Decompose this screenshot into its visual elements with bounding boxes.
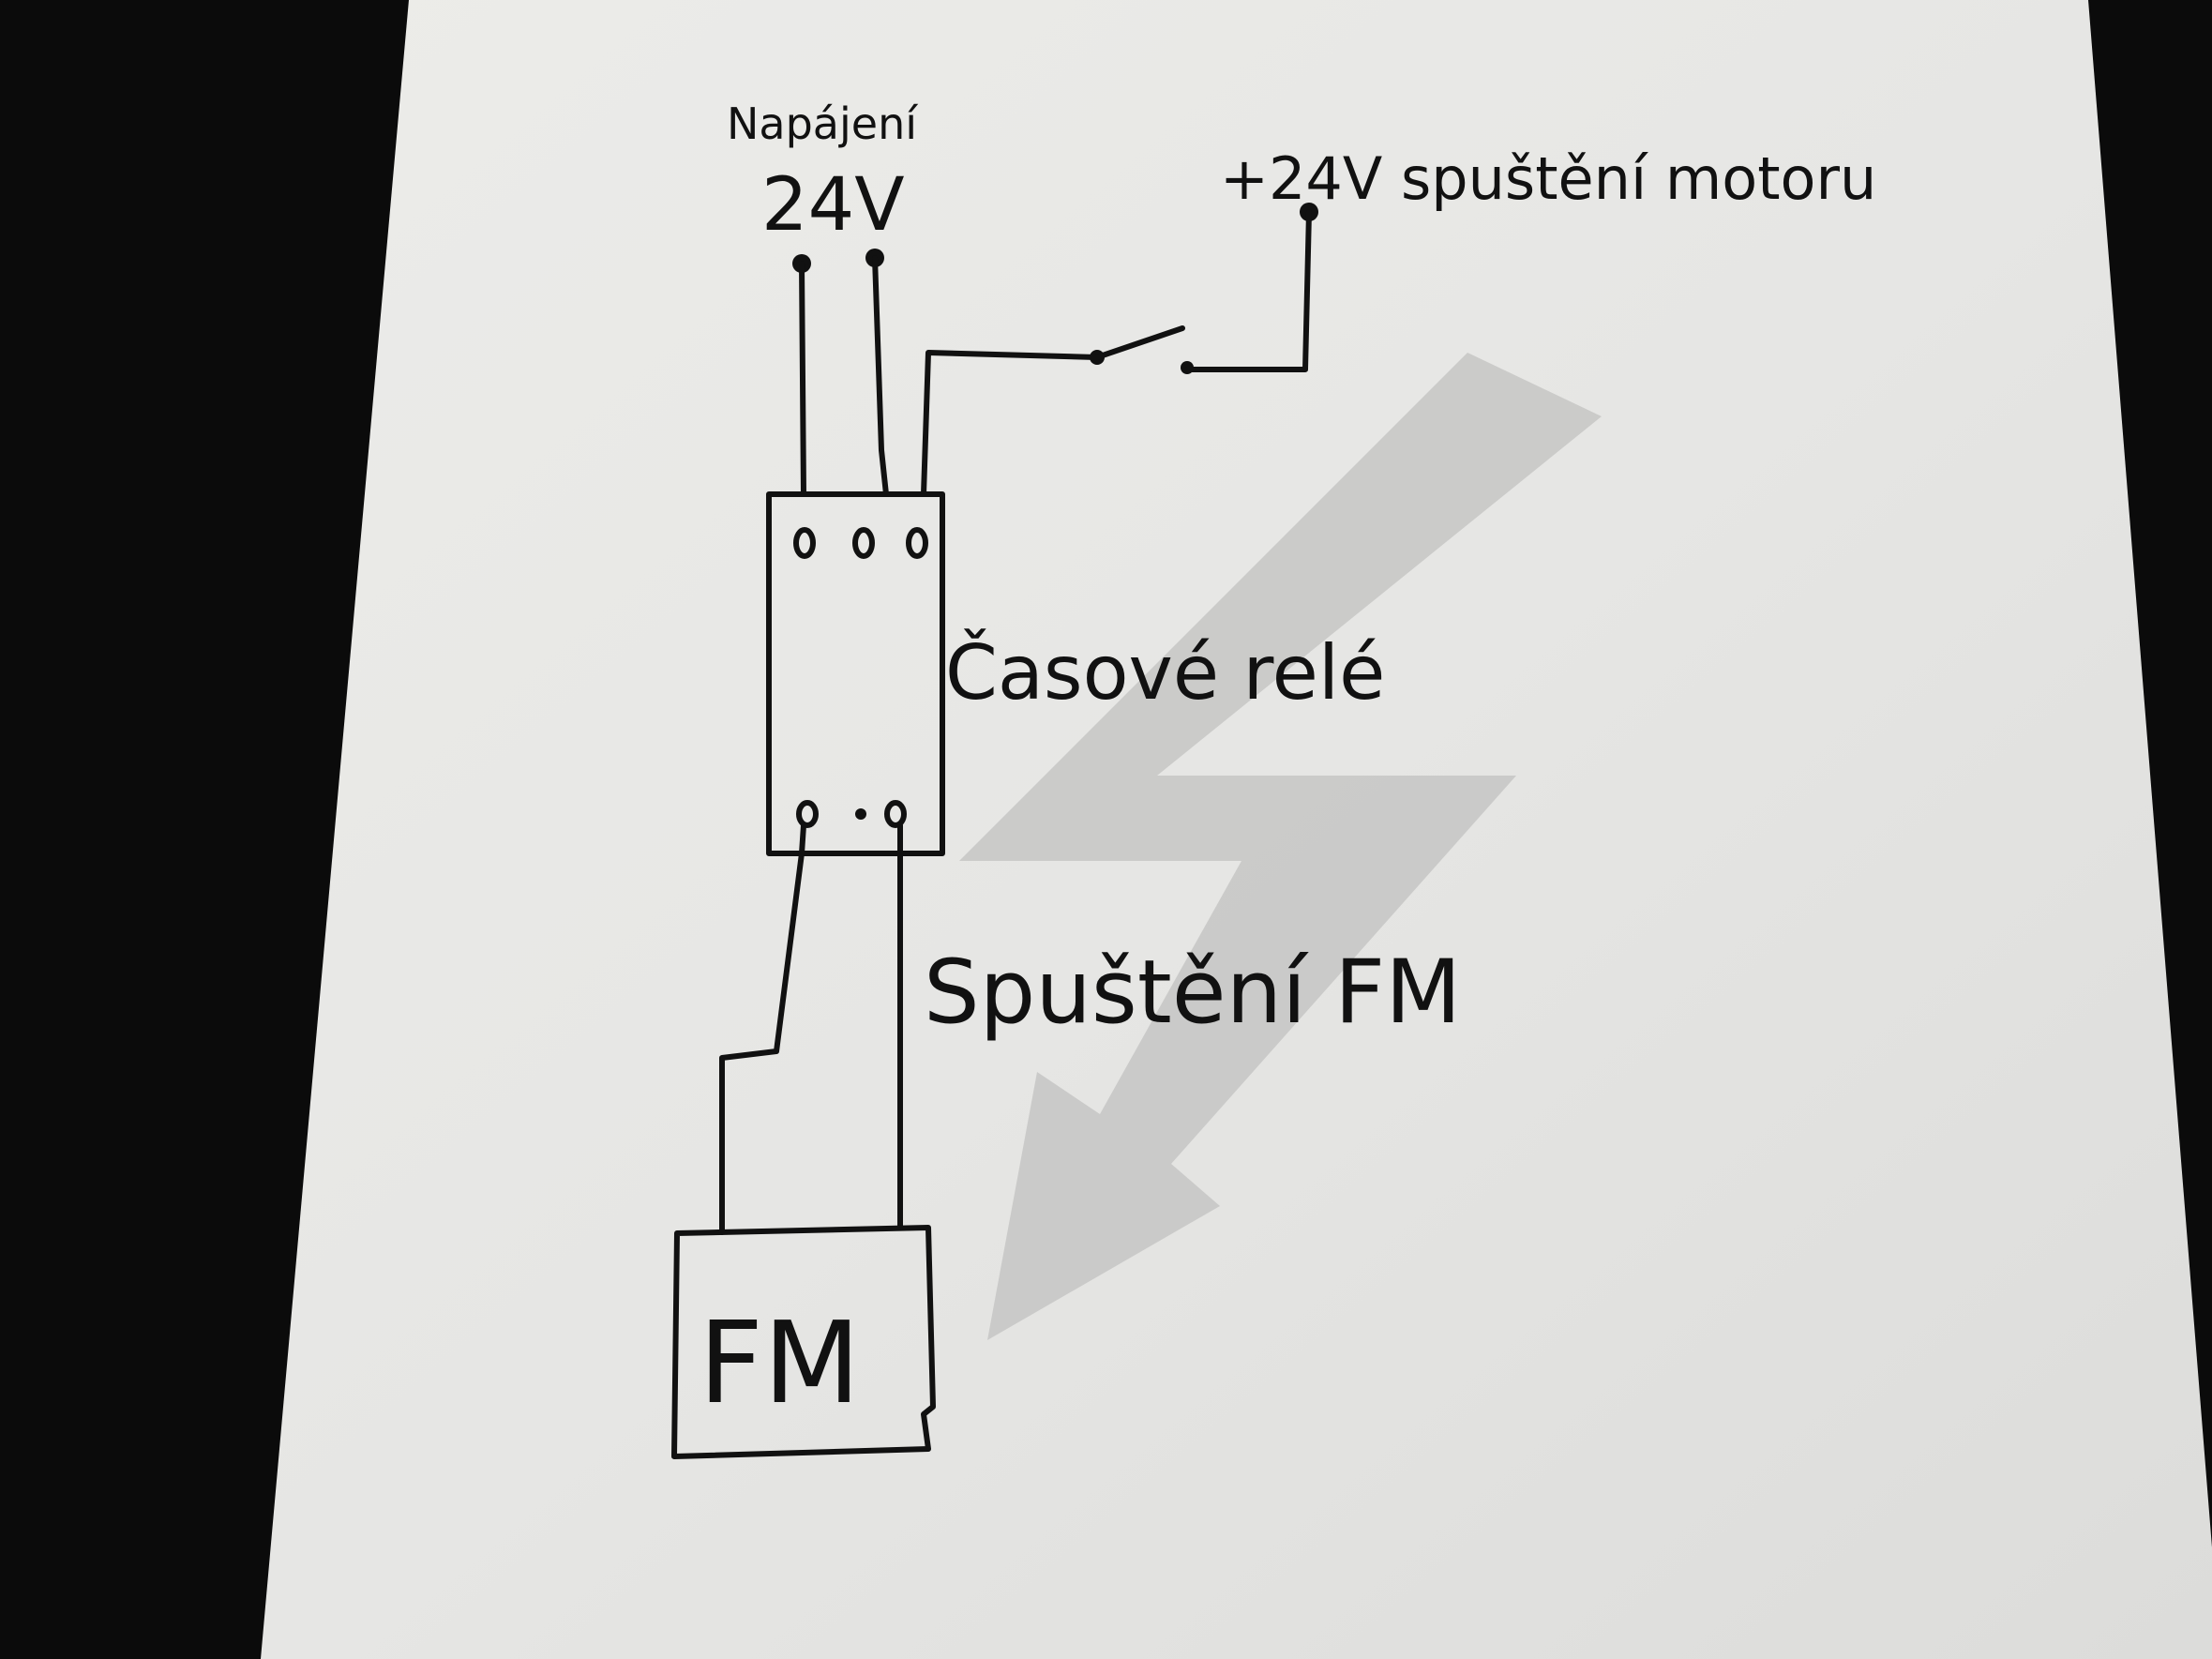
- motor-start-circuit: [921, 203, 1318, 497]
- power-wire: [872, 255, 889, 497]
- lightning-bolt-icon: [959, 353, 1602, 1340]
- relay-terminal: [793, 527, 816, 559]
- fm-box-label: FM: [699, 1299, 861, 1429]
- switch-lever: [1094, 325, 1185, 360]
- relay-terminal: [884, 800, 907, 828]
- fm-box: [671, 1225, 936, 1459]
- relay-label: Časové relé: [945, 628, 1385, 716]
- relay-terminal: [852, 527, 875, 559]
- relay-terminal: [796, 800, 819, 828]
- fm-start-label: Spuštění FM: [924, 942, 1461, 1044]
- power-voltage-label: 24V: [761, 163, 905, 248]
- motor-start-label: +24V spuštění motoru: [1220, 144, 1876, 213]
- relay-terminal: [855, 808, 866, 820]
- power-terminals: [792, 249, 889, 497]
- signal-wire: [1184, 209, 1312, 372]
- signal-wire: [921, 350, 1100, 497]
- fm-wire-left: [719, 822, 806, 1235]
- power-wire: [799, 261, 806, 497]
- relay-terminal: [906, 527, 928, 559]
- relay-box: [766, 491, 945, 856]
- time-relay: [766, 491, 945, 856]
- power-supply-label: Napájení: [727, 98, 918, 149]
